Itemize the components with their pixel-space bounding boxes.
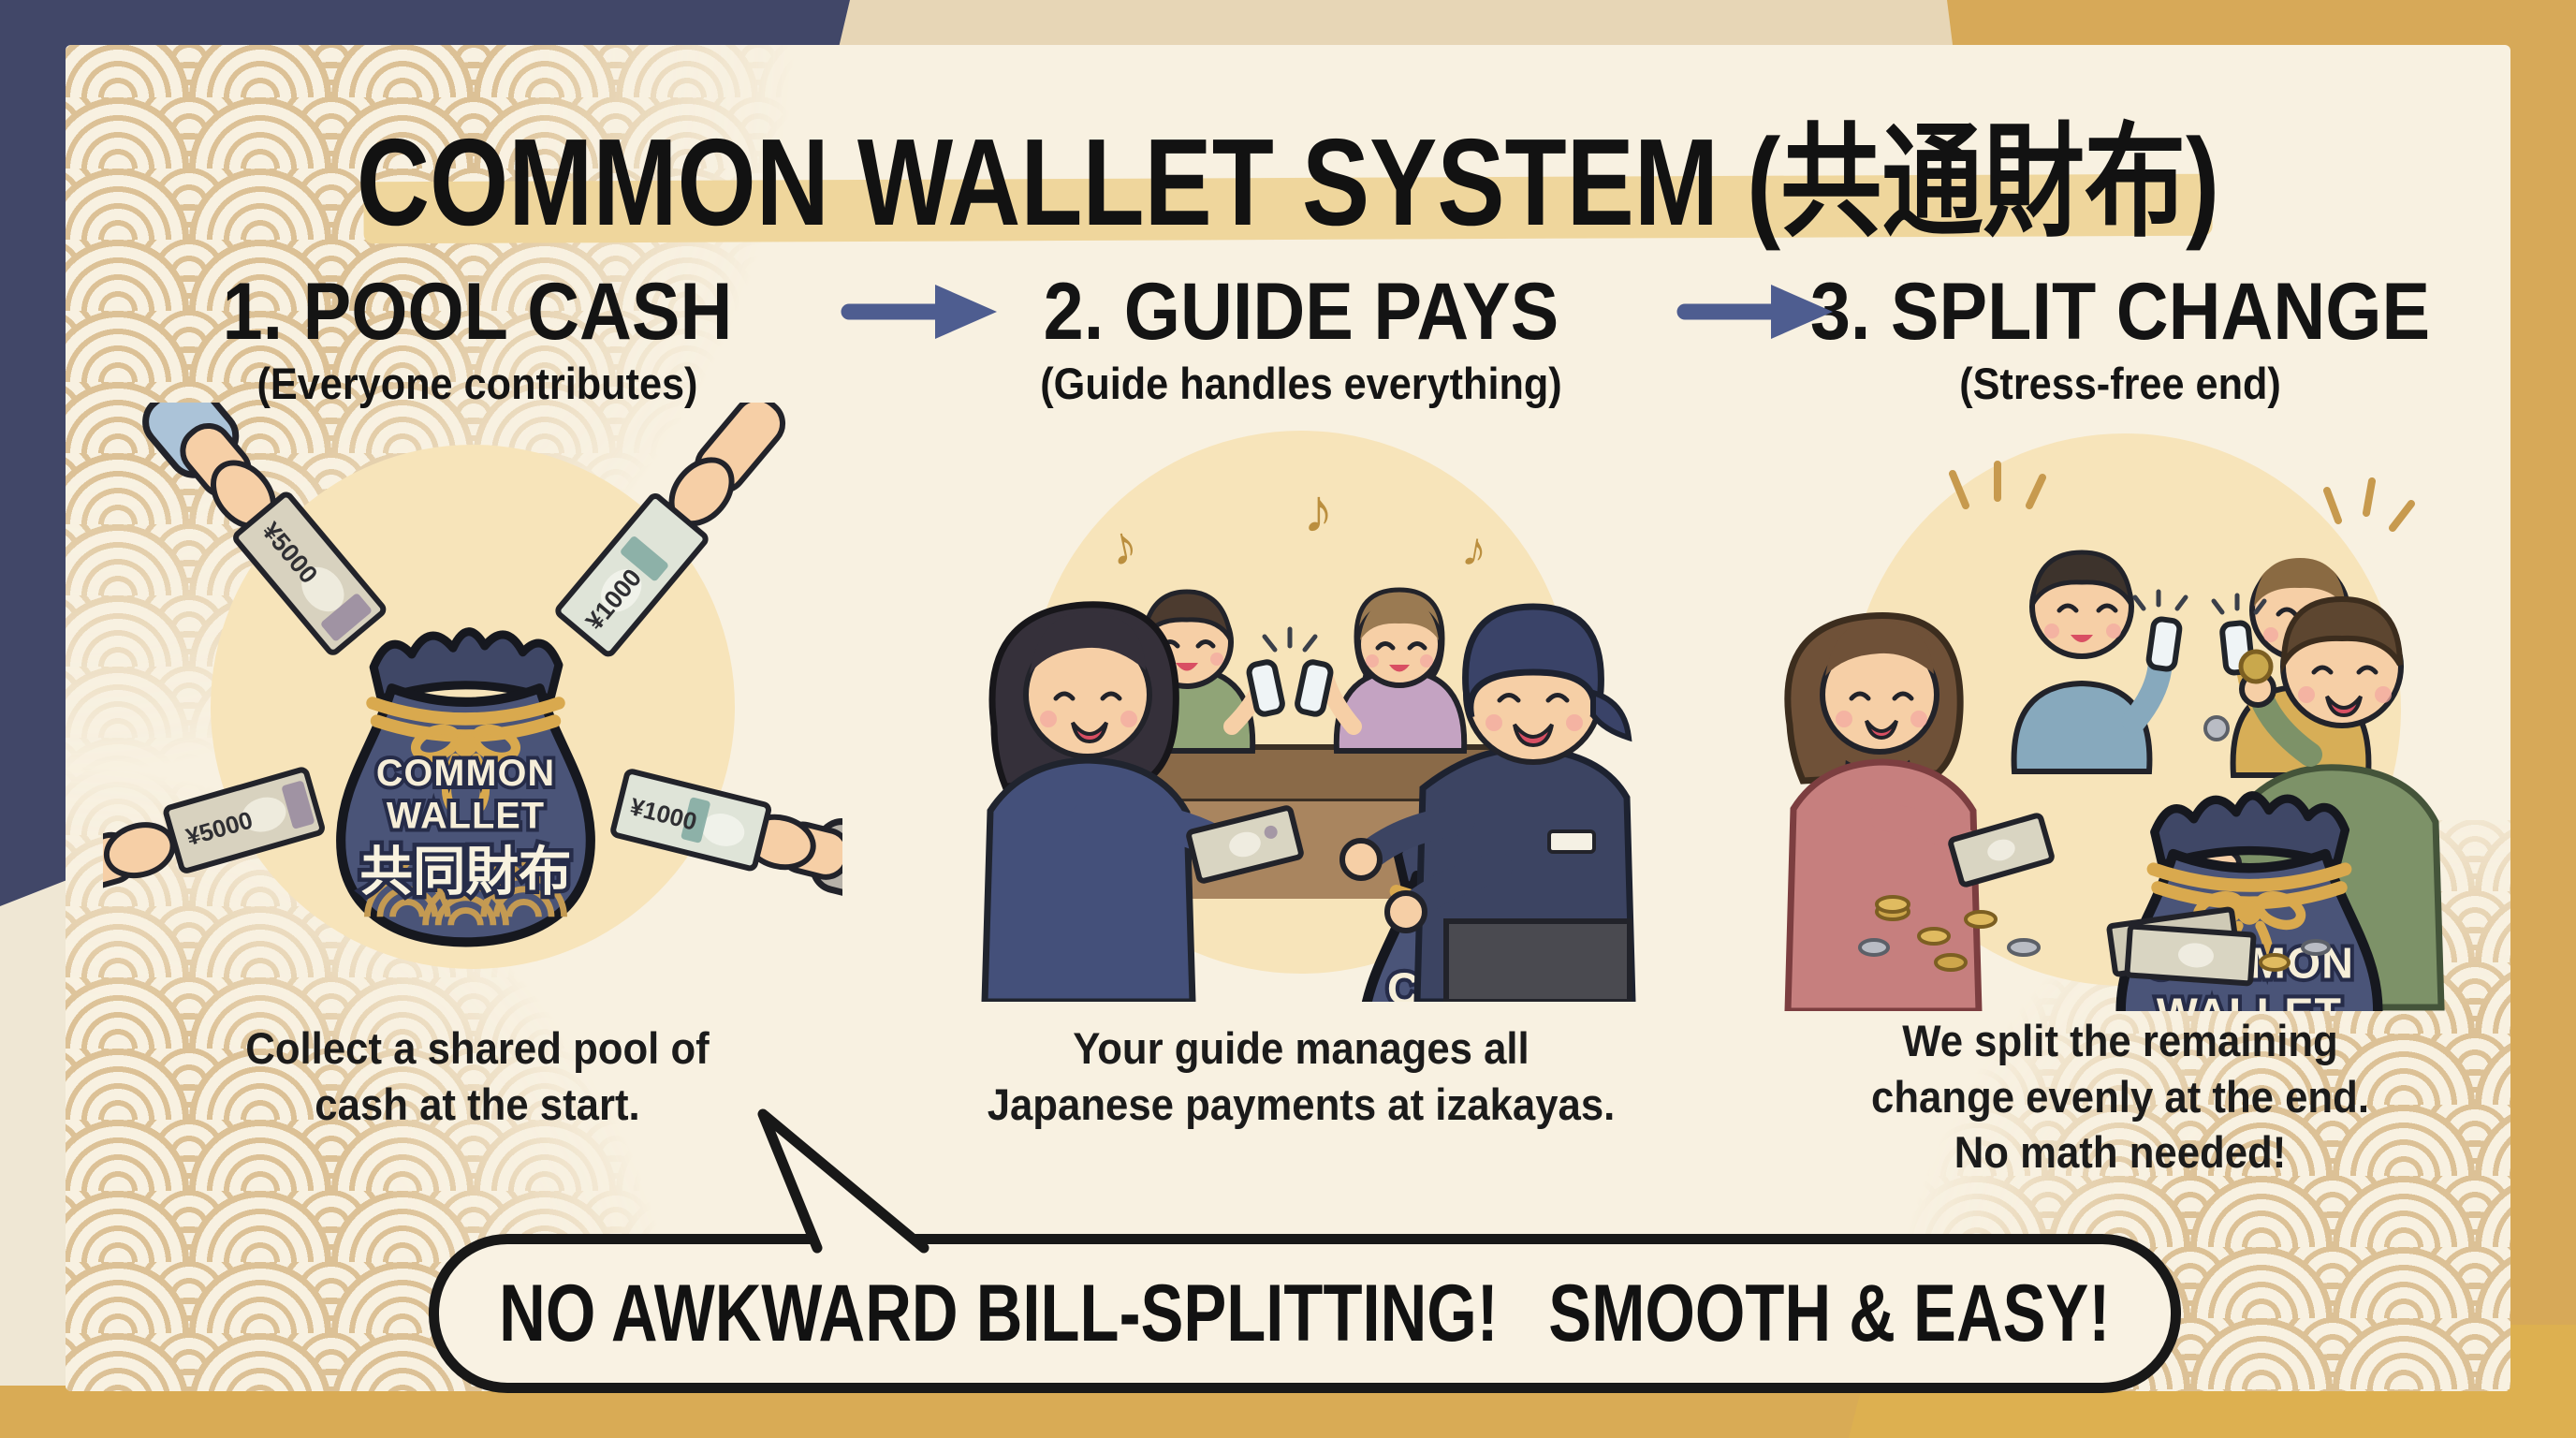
speech-bubble-text: NO AWKWARD BILL-SPLITTING! SMOOTH & EASY… bbox=[499, 1268, 2111, 1358]
step2-heading: 2. GUIDE PAYS bbox=[1043, 267, 1559, 357]
step2-caption: Your guide manages all Japanese payments… bbox=[987, 1023, 1616, 1129]
change-banknotes bbox=[2106, 906, 2257, 987]
bandana-knot bbox=[1590, 688, 1632, 742]
glass-icon bbox=[2145, 616, 2183, 672]
guide-woman bbox=[981, 601, 1260, 1002]
friend-blue-tee bbox=[2011, 550, 2188, 774]
friend-pink-cardigan bbox=[1784, 611, 2055, 1011]
clink-sparkle-icon bbox=[1262, 626, 1318, 653]
bag-label-line1: COMMON bbox=[376, 753, 555, 794]
izakaya-staff bbox=[1339, 603, 1636, 1002]
hand-banknote-5000-bottom-left: ¥5000 bbox=[103, 767, 325, 895]
apron bbox=[1443, 918, 1632, 1002]
coin-silver-icon bbox=[2203, 715, 2230, 741]
speech-bubble: NO AWKWARD BILL-SPLITTING! SMOOTH & EASY… bbox=[429, 1234, 2181, 1393]
hand-banknote-5000-top-left: ¥5000 bbox=[142, 403, 387, 655]
hand-banknote-1000-bottom-right: ¥1000 bbox=[610, 769, 842, 902]
step1-heading: 1. POOL CASH bbox=[222, 267, 733, 357]
name-tag bbox=[1547, 829, 1596, 854]
sparkle-rays-icon bbox=[1949, 461, 2415, 532]
step1-caption: Collect a shared pool of cash at the sta… bbox=[245, 1023, 710, 1129]
music-note-icon: ♪ bbox=[1303, 476, 1334, 545]
change-coins bbox=[1858, 895, 2331, 972]
border-navy-patch-left bbox=[0, 0, 69, 906]
hand bbox=[1384, 890, 1427, 933]
speech-bubble-tail bbox=[757, 1108, 929, 1254]
banknote-5000-icon: ¥5000 bbox=[163, 767, 325, 873]
bag-wave-pattern bbox=[364, 852, 567, 926]
banknote-1000-icon: ¥1000 bbox=[555, 493, 709, 657]
step3-subtitle: (Stress-free end) bbox=[1959, 359, 2281, 408]
split-change-illustration bbox=[1784, 433, 2445, 1011]
banknote-1000-icon: ¥1000 bbox=[610, 769, 772, 872]
banknote-icon bbox=[1948, 813, 2055, 888]
step1-subtitle: (Everyone contributes) bbox=[256, 359, 698, 408]
bag-label-japanese: 共同財布 bbox=[360, 842, 572, 901]
coin-gold-icon bbox=[2238, 649, 2274, 684]
toasting-glasses bbox=[1246, 626, 1334, 717]
page-title: COMMON WALLET SYSTEM (共通財布) bbox=[356, 113, 2220, 251]
banknote-icon bbox=[1186, 805, 1304, 884]
right-arrow-icon bbox=[1676, 285, 1833, 339]
banknote-5000-icon: ¥5000 bbox=[233, 492, 387, 655]
step3-caption: We split the remaining change evenly at … bbox=[1871, 1016, 2369, 1178]
border-gold-strip-right bbox=[2509, 112, 2576, 1438]
bag-label-line2: WALLET bbox=[387, 795, 545, 836]
hand bbox=[1339, 838, 1383, 881]
step3-heading: 3. SPLIT CHANGE bbox=[1809, 267, 2431, 357]
step2-subtitle: (Guide handles everything) bbox=[1040, 359, 1562, 408]
guide-pays-illustration: ♪ ♪ ♪ bbox=[981, 431, 1636, 1002]
pool-cash-illustration: ¥5000 ¥1000 bbox=[103, 403, 842, 969]
hand-banknote-1000-top-right: ¥1000 bbox=[555, 403, 786, 657]
background-person-toasting-right bbox=[1317, 587, 1468, 754]
right-arrow-icon bbox=[841, 285, 997, 339]
common-wallet-bag: COMMON WALLET 共同財布 bbox=[336, 627, 595, 947]
